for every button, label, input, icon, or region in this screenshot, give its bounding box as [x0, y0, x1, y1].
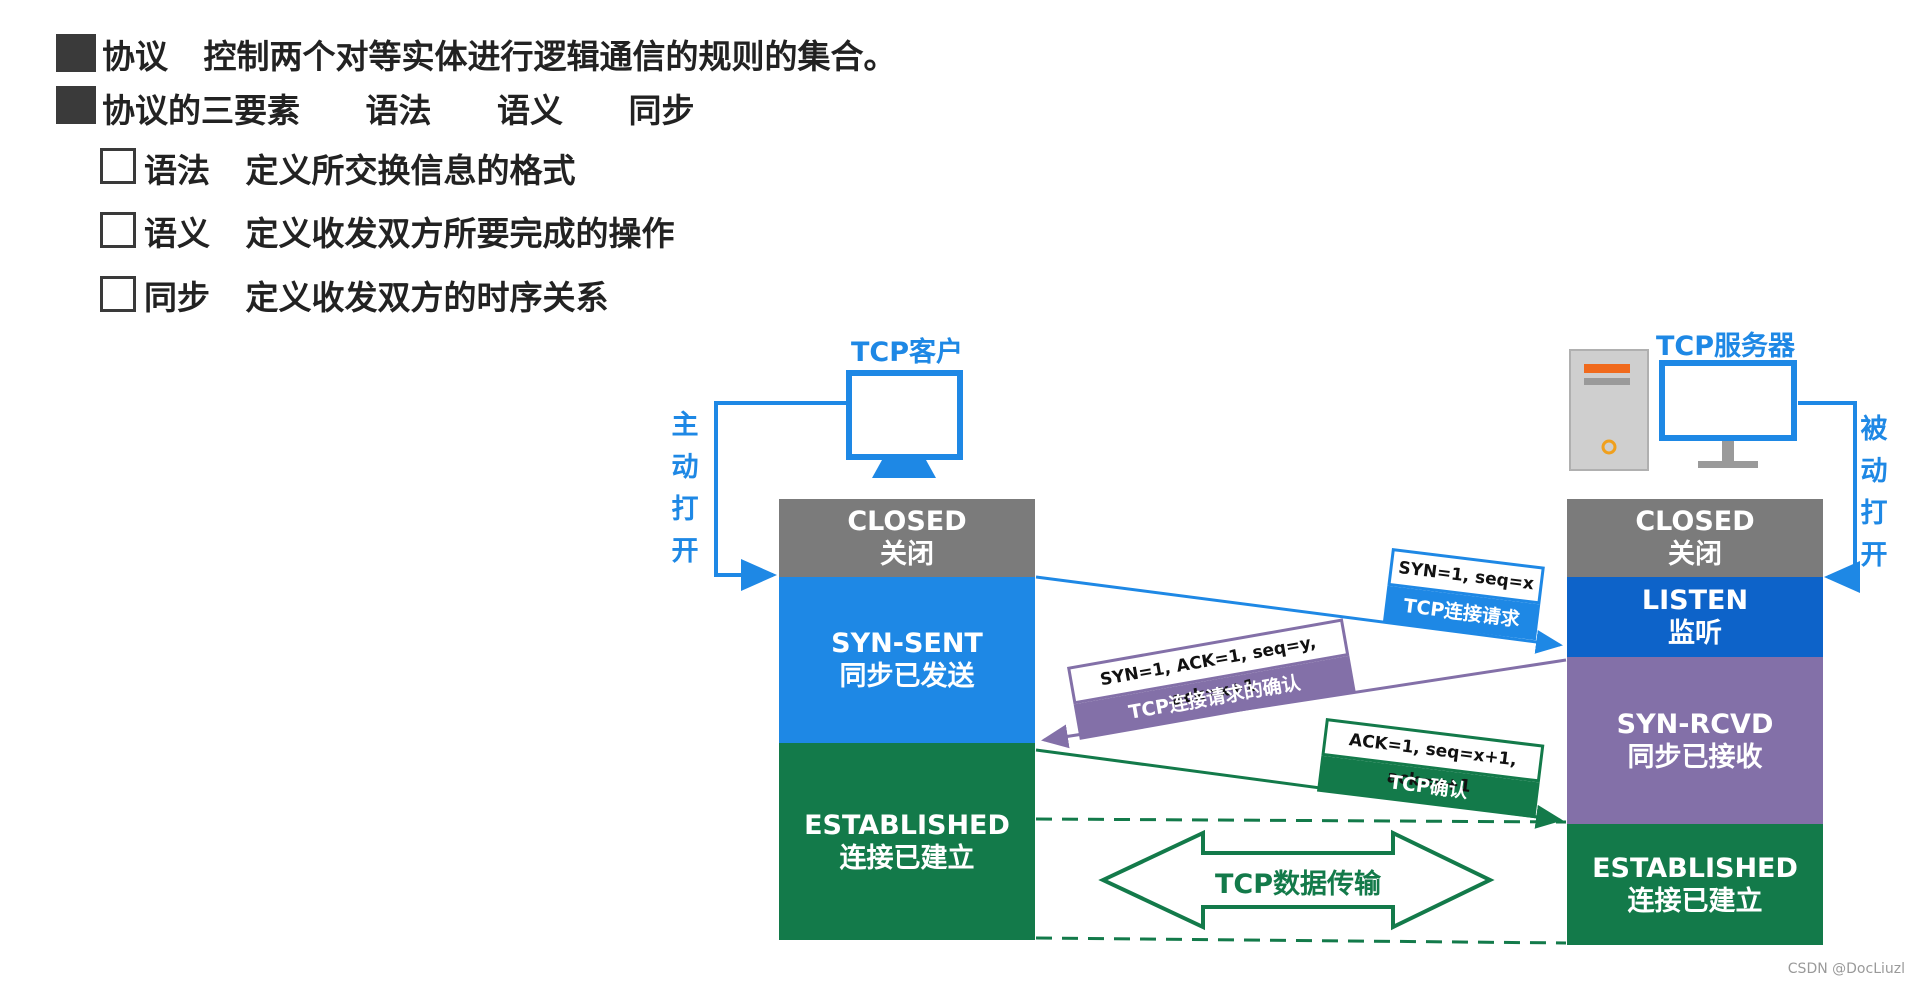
server-state-established: ESTABLISHED 连接已建立 [1567, 824, 1823, 945]
data-transfer-double-arrow [1098, 829, 1495, 931]
sub-desc: 定义所交换信息的格式 [245, 151, 576, 190]
element-sync: 同步 [628, 91, 695, 130]
checkbox-icon [100, 276, 136, 312]
sub-desc: 定义收发双方的时序关系 [245, 278, 609, 317]
watermark: CSDN @DocLiuzl [1787, 961, 1905, 977]
active-open-arrow [714, 401, 848, 591]
established-dashed-top [1035, 817, 1567, 824]
client-title: TCP客户 [851, 337, 964, 368]
sub-bullet-sync: 同步 定义收发双方的时序关系 [144, 271, 609, 319]
sub-desc: 定义收发双方所要完成的操作 [245, 214, 675, 253]
bullet-square [56, 34, 96, 72]
sub-bullet-syntax: 语法 定义所交换信息的格式 [144, 144, 576, 192]
sub-term: 语法 [144, 151, 210, 190]
checkbox-icon [100, 212, 136, 248]
sub-bullet-semantics: 语义 定义收发双方所要完成的操作 [144, 207, 675, 255]
checkbox-icon [100, 148, 136, 184]
data-transfer-label: TCP数据传输 [1214, 869, 1382, 900]
passive-open-label: 被 动 打 开 [1860, 414, 1888, 571]
server-title: TCP服务器 [1656, 331, 1796, 362]
bullet-term: 协议的三要素 [102, 91, 300, 130]
established-dashed-bottom [1035, 936, 1567, 945]
server-monitor-icon [1659, 360, 1797, 468]
sub-term: 同步 [144, 278, 210, 317]
element-semantics: 语义 [497, 91, 563, 130]
server-state-listen: LISTEN 监听 [1567, 577, 1823, 657]
client-state-syn-sent: SYN-SENT 同步已发送 [779, 577, 1035, 743]
element-syntax: 语法 [365, 91, 432, 130]
active-open-label: 主 动 打 开 [671, 410, 699, 567]
bullet-term: 协议 [102, 37, 168, 76]
server-state-syn-rcvd: SYN-RCVD 同步已接收 [1567, 657, 1823, 824]
client-computer-icon [846, 370, 963, 478]
bullet-line-protocol: 协议 控制两个对等实体进行逻辑通信的规则的集合。 [102, 30, 897, 78]
bullet-square [56, 86, 96, 124]
client-state-closed: CLOSED 关闭 [779, 499, 1035, 577]
sub-term: 语义 [144, 214, 210, 253]
bullet-line-elements: 协议的三要素 语法 语义 同步 [102, 84, 695, 132]
passive-open-arrow [1798, 401, 1860, 593]
bullet-desc: 控制两个对等实体进行逻辑通信的规则的集合。 [203, 37, 897, 76]
server-icon [1569, 349, 1649, 471]
server-state-closed: CLOSED 关闭 [1567, 499, 1823, 577]
syn-arrow [1035, 575, 1563, 654]
client-state-established: ESTABLISHED 连接已建立 [779, 743, 1035, 940]
